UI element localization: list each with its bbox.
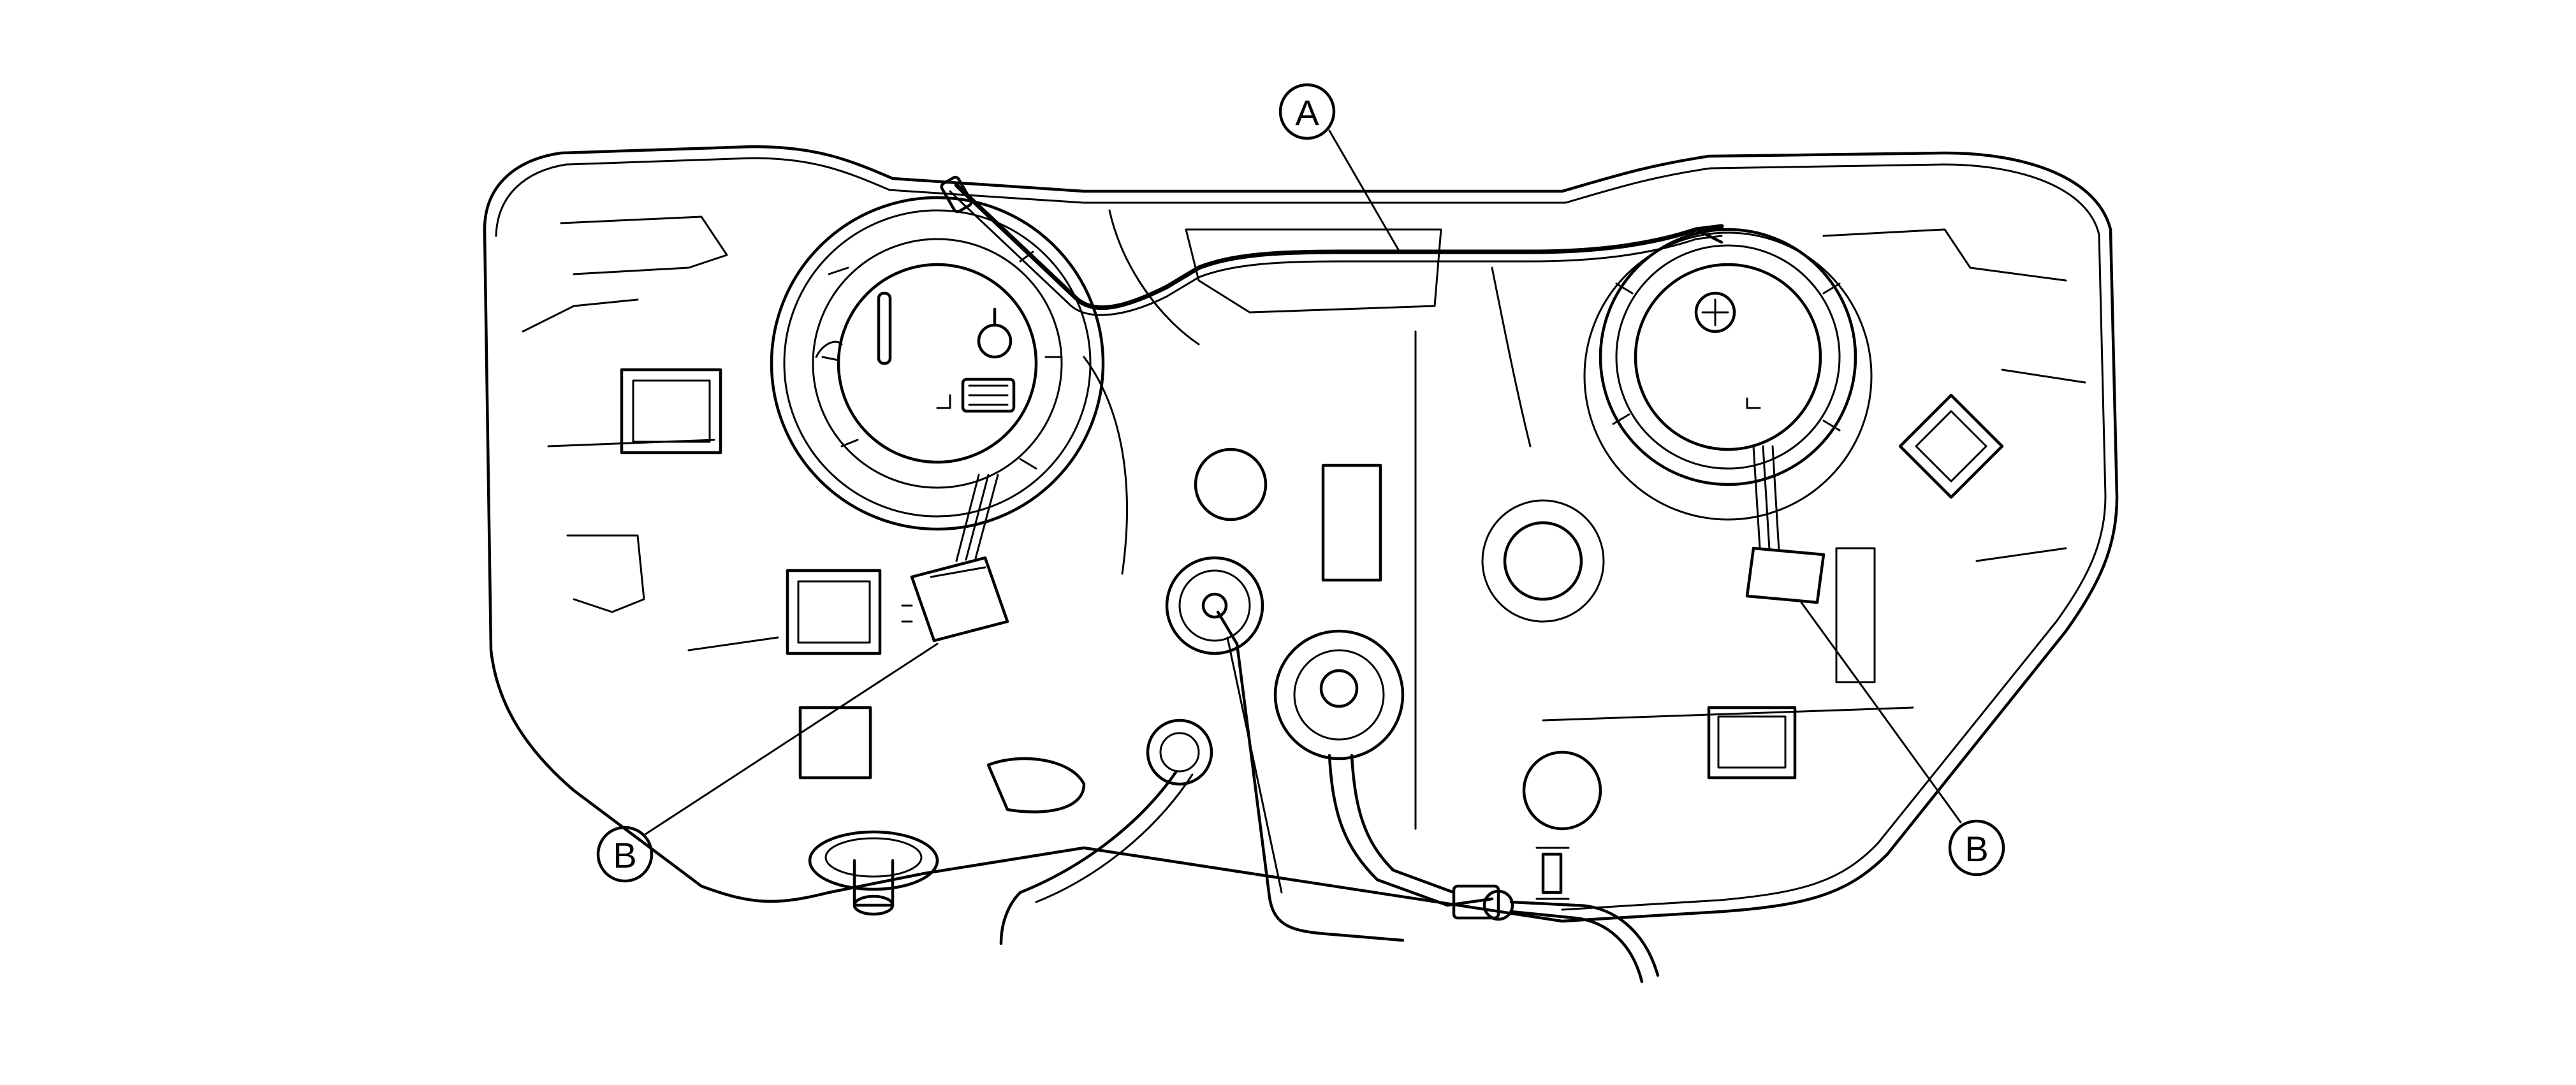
fuel-line-a xyxy=(940,175,1724,316)
tank-body xyxy=(483,145,2119,923)
callout-b-right: B xyxy=(1948,819,2005,877)
mounting-pads xyxy=(620,368,2004,780)
left-fuel-pump-module xyxy=(770,196,1105,531)
leader-lines xyxy=(643,129,1962,836)
left-sender-unit xyxy=(901,474,1009,643)
callout-b-left: B xyxy=(596,826,654,883)
callout-b-left-label: B xyxy=(613,835,636,875)
callout-a: A xyxy=(1278,83,1336,140)
right-sender-unit xyxy=(1745,445,1826,604)
callout-b-right-label: B xyxy=(1965,829,1988,869)
lower-piping xyxy=(808,556,1660,984)
tank-ports xyxy=(986,448,1605,831)
callout-a-label: A xyxy=(1295,92,1319,133)
right-fuel-pump-module xyxy=(1583,228,1873,521)
